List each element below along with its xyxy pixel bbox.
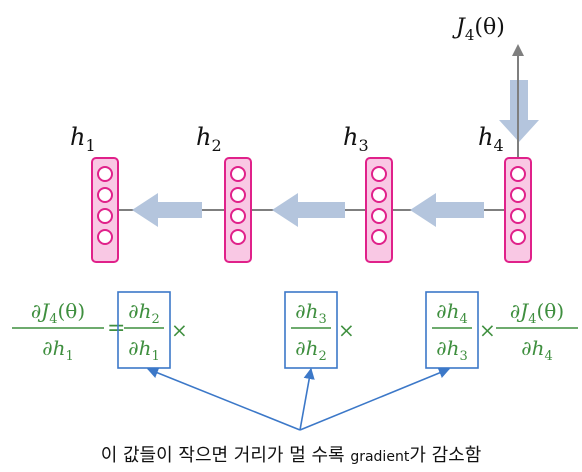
neuron (230, 166, 246, 182)
hidden-label-h3: h3 (343, 123, 369, 155)
neuron (371, 166, 387, 182)
chain-rule-formula: ∂J4(θ) ∂h1 = ∂h2 ∂h1 × ∂h3 ∂h2 × ∂h4 ∂h3… (12, 291, 578, 369)
times-sign-1: × (171, 318, 188, 342)
term-2-numerator: ∂h3 (295, 299, 327, 327)
tail-denominator: ∂h4 (521, 336, 553, 364)
term-box-1 (117, 291, 171, 369)
hidden-label-h4: h4 (478, 123, 504, 155)
term-3-numerator: ∂h4 (436, 299, 468, 327)
neuron (371, 187, 387, 203)
term-3-denominator: ∂h3 (436, 336, 468, 364)
hidden-cell-h2 (224, 157, 252, 263)
loss-label: J4(θ) (452, 15, 505, 44)
caption: 이 값들이 작으면 거리가 멀 수록 gradient가 감소함 (101, 445, 482, 466)
lhs-fraction: ∂J4(θ) ∂h1 (12, 299, 104, 364)
hidden-cell-h1 (91, 157, 119, 263)
neuron (510, 229, 526, 245)
backward-gradient-arrows (132, 80, 539, 227)
neuron (371, 208, 387, 224)
gradient-arrow-h3-h2 (272, 193, 345, 227)
neuron (230, 187, 246, 203)
hidden-label-h1: h1 (70, 123, 96, 155)
pointer-arrows (146, 367, 451, 431)
gradient-arrow-h2-h1 (132, 193, 202, 227)
output-arrowhead-icon (512, 44, 524, 56)
neuron (230, 208, 246, 224)
term-box-3 (425, 291, 479, 369)
tail-fraction: ∂J4(θ) ∂h4 (496, 299, 578, 364)
neuron (510, 187, 526, 203)
neuron (97, 187, 113, 203)
lhs-numerator: ∂J4(θ) (31, 299, 85, 327)
tail-numerator: ∂J4(θ) (510, 299, 564, 327)
neuron (97, 208, 113, 224)
pointer-arrow-term-1 (146, 367, 301, 431)
equals-sign: = (107, 316, 125, 341)
neuron (230, 229, 246, 245)
neuron (371, 229, 387, 245)
hidden-cell-h4 (504, 157, 532, 263)
neuron (97, 229, 113, 245)
term-1-denominator: ∂h1 (128, 336, 160, 364)
hidden-label-h2: h2 (196, 123, 222, 155)
term-2-denominator: ∂h2 (295, 336, 327, 364)
pointer-arrow-term-3 (299, 367, 451, 431)
neuron (97, 166, 113, 182)
lhs-denominator: ∂h1 (42, 336, 74, 364)
pointer-arrow-term-2 (299, 367, 315, 431)
neuron (510, 208, 526, 224)
times-sign-3: × (479, 318, 496, 342)
term-1-numerator: ∂h2 (128, 299, 160, 327)
neuron (510, 166, 526, 182)
times-sign-2: × (338, 318, 355, 342)
hidden-cell-h3 (365, 157, 393, 263)
gradient-arrow-h4-h3 (410, 193, 484, 227)
